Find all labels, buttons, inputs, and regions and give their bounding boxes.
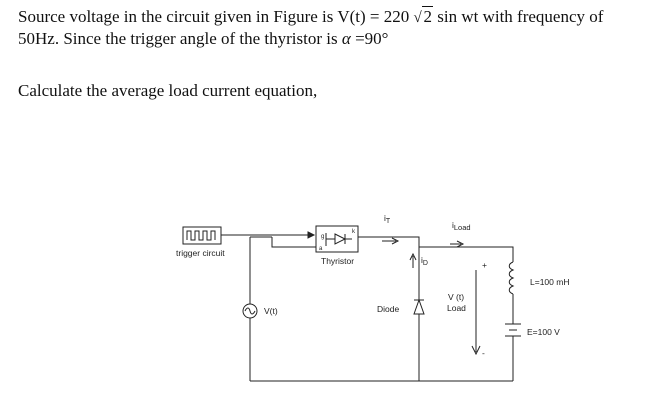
load-voltage-label-line1: V (t) — [448, 292, 464, 302]
battery-icon — [505, 323, 521, 337]
problem-line-2: 50Hz. Since the trigger angle of the thy… — [18, 29, 388, 48]
thyristor-pin-k: k — [352, 229, 356, 235]
sqrt-expression: √2 — [413, 6, 433, 28]
diode-symbol-icon — [413, 298, 425, 315]
pulse-train-icon — [186, 230, 216, 241]
source-label: V(t) — [264, 306, 278, 316]
iD-arrow-icon — [409, 252, 417, 268]
diode-label: Diode — [377, 304, 399, 314]
alpha-symbol: α — [341, 29, 351, 48]
thyristor-symbol-icon — [325, 233, 352, 246]
angle-value: =90° — [350, 29, 389, 48]
line1-prefix: Source voltage in the circuit given in F… — [18, 7, 414, 26]
problem-statement: Source voltage in the circuit given in F… — [18, 6, 603, 50]
source-top-wire — [250, 236, 316, 248]
current-D-label: iD — [421, 255, 428, 267]
sqrt-radicand: 2 — [422, 6, 433, 26]
iT-arrow-icon — [382, 237, 400, 245]
minus-sign: - — [482, 348, 485, 358]
inductor-icon — [508, 261, 515, 295]
line1-suffix: sin wt with frequency of — [432, 7, 604, 26]
sqrt-symbol: √ — [413, 10, 422, 26]
thyristor-pin-a: a — [319, 246, 323, 252]
problem-line-1: Source voltage in the circuit given in F… — [18, 6, 604, 28]
question-text: Calculate the average load current equat… — [18, 81, 318, 100]
gate-arrow-icon — [307, 231, 316, 239]
trigger-circuit-label: trigger circuit — [176, 248, 225, 258]
iLoad-arrow-icon — [450, 240, 465, 248]
load-voltage-arrow-icon — [471, 270, 481, 356]
top-right-wire — [358, 236, 514, 262]
sine-wave-icon — [244, 307, 256, 315]
inductor-label: L=100 mH — [530, 277, 569, 287]
load-voltage-label-line2: Load — [447, 303, 466, 313]
plus-sign: + — [482, 260, 487, 270]
thyristor-block — [315, 225, 359, 253]
current-T-label: iT — [384, 213, 391, 225]
current-load-label: iLoad — [452, 220, 471, 232]
battery-label: E=100 V — [527, 327, 560, 337]
thyristor-label: Thyristor — [321, 256, 354, 266]
thyristor-pin-g: g — [321, 234, 324, 240]
line2-text: 50Hz. Since the trigger angle of the thy… — [18, 29, 342, 48]
